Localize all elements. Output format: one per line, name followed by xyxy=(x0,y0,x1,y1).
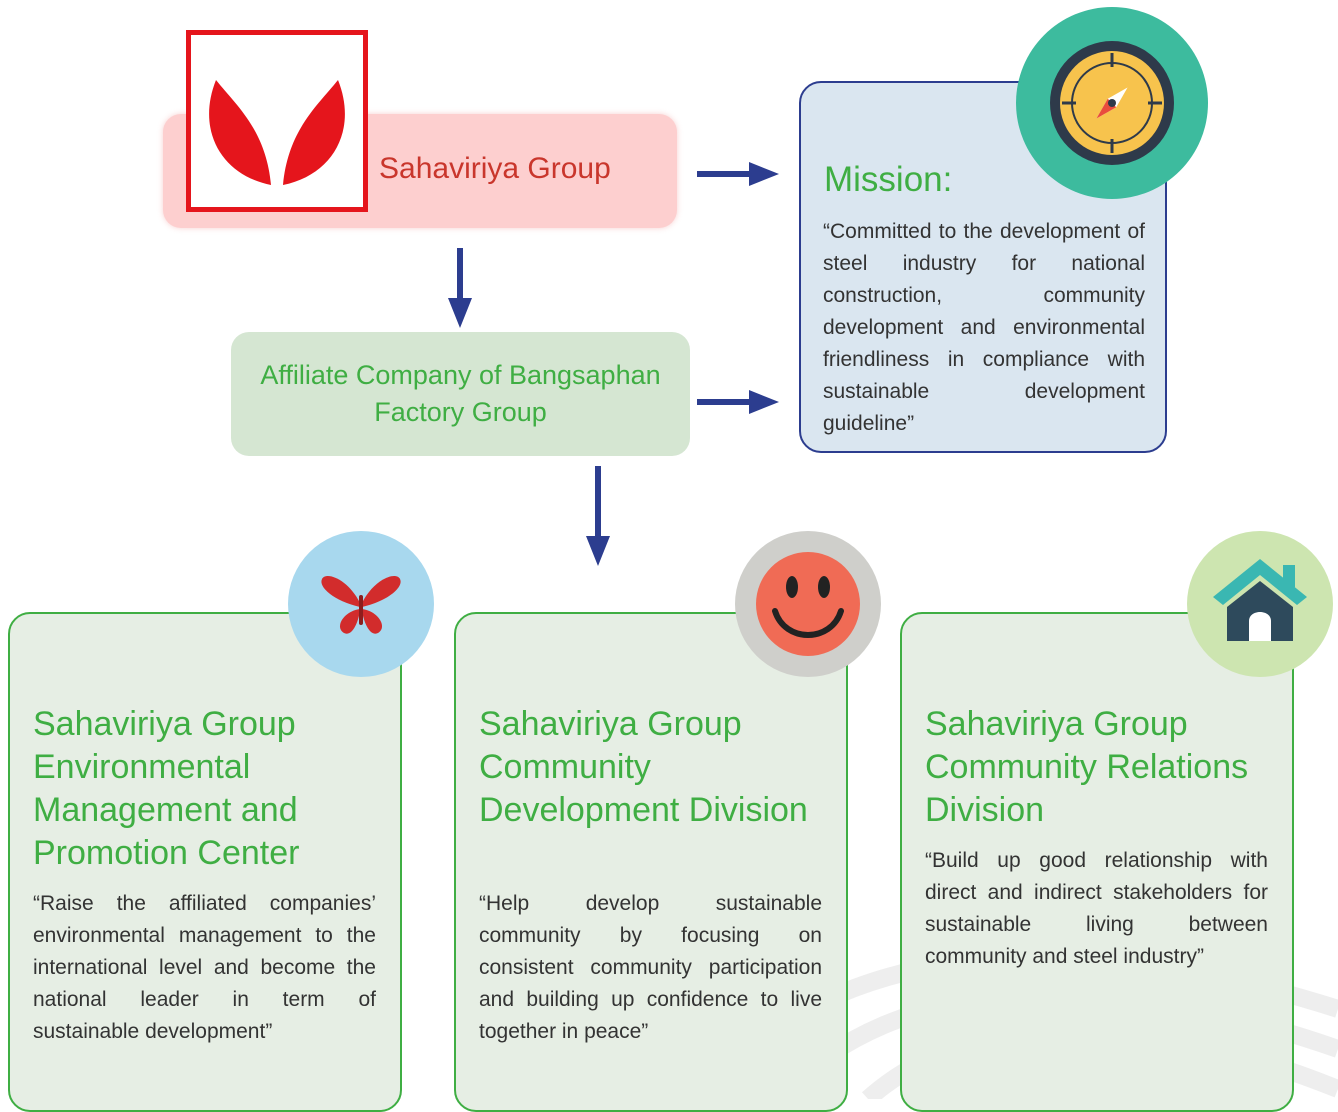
compass-icon xyxy=(1050,41,1174,165)
arrow-org-to-mission xyxy=(697,162,779,186)
division-title-community-development: Sahaviriya Group Community Development D… xyxy=(479,705,808,829)
mission-title: Mission: xyxy=(824,160,953,199)
arrow-org-to-affiliate xyxy=(448,248,472,328)
sahaviriya-group-label: Sahaviriya Group xyxy=(379,152,611,185)
division-card-environmental xyxy=(8,612,402,1112)
smiley-badge xyxy=(735,531,881,677)
house-icon xyxy=(1213,559,1307,641)
butterfly-icon xyxy=(321,576,401,634)
smiley-icon xyxy=(756,552,860,656)
arrow-affiliate-to-mission xyxy=(697,390,779,414)
affiliate-company-box: Affiliate Company of Bangsaphan Factory … xyxy=(231,332,690,456)
affiliate-company-label: Affiliate Company of Bangsaphan Factory … xyxy=(260,360,661,427)
sahaviriya-logo xyxy=(186,30,368,212)
red-leaf-logo-icon xyxy=(209,80,345,185)
house-badge xyxy=(1187,531,1333,677)
division-text-community-development: “Help develop sustainable community by f… xyxy=(479,892,822,1043)
compass-badge xyxy=(1016,7,1208,199)
division-text-environmental: “Raise the affiliated companies’ environ… xyxy=(33,892,376,1043)
butterfly-badge xyxy=(288,531,434,677)
division-text-community-relations: “Build up good relationship with direct … xyxy=(925,849,1268,968)
arrow-affiliate-to-divisions xyxy=(586,466,610,566)
division-title-community-relations: Sahaviriya Group Community Relations Div… xyxy=(925,705,1249,829)
division-card-community-development xyxy=(454,612,848,1112)
division-title-environmental: Sahaviriya Group Environmental Managemen… xyxy=(33,705,300,872)
division-card-community-relations xyxy=(900,612,1294,1112)
mission-text: “Committed to the development of steel i… xyxy=(823,220,1145,435)
